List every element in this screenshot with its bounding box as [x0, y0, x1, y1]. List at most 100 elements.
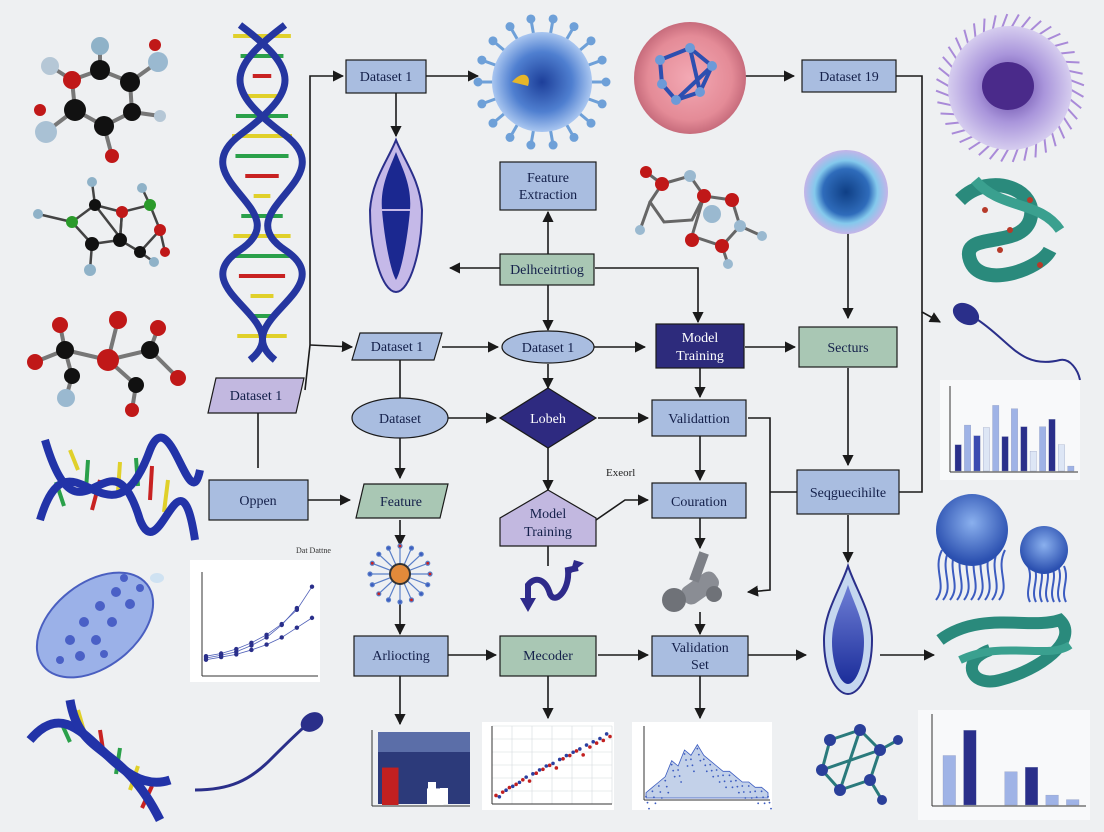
data-point [604, 732, 609, 736]
data-point [768, 801, 771, 804]
data-point [690, 758, 692, 761]
node-couration-label: Couration [671, 495, 727, 510]
burst-dot [418, 591, 424, 597]
node-model-training-house-label-2: Training [524, 525, 572, 540]
data-point [584, 743, 589, 747]
node-dataset-19[interactable]: Dataset 19 [801, 59, 897, 93]
node-dataset-1-top[interactable]: Dataset 1 [345, 59, 427, 94]
virus-spike-tip [488, 118, 498, 128]
data-point [693, 770, 695, 773]
plot-caption: Dat Dattne [296, 546, 331, 555]
data-point [646, 801, 649, 804]
node-dataset-1-parallelogram-left-label: Dataset 1 [230, 389, 282, 404]
virus-spike-tip [597, 55, 607, 65]
node-validation-set[interactable]: Validation Set [651, 635, 749, 677]
virus-spike-tip [477, 99, 487, 109]
jellyfish-icon [935, 494, 1068, 603]
bar [440, 788, 448, 804]
data-point [685, 759, 687, 761]
data-point [588, 745, 592, 749]
node-couration[interactable]: Couration [651, 482, 747, 519]
data-point [760, 790, 763, 793]
data-point [601, 738, 606, 743]
node-model-training-label-2: Training [676, 349, 724, 364]
data-point [755, 796, 758, 799]
node-mecoder-label: Mecoder [523, 649, 573, 664]
data-point [722, 774, 724, 777]
data-point [561, 757, 565, 761]
data-point [514, 782, 518, 787]
blue-virus-icon [473, 14, 611, 150]
data-point [527, 779, 532, 783]
data-point [594, 741, 599, 745]
sperm-cell-icon [194, 712, 324, 792]
node-sequential[interactable]: Seqguecihilte [796, 469, 900, 515]
node-validation[interactable]: Validattion [651, 399, 747, 437]
data-point [744, 797, 747, 799]
chart-heat-bars [371, 730, 470, 807]
data-point [510, 784, 515, 789]
jelly-tentacle [935, 549, 943, 601]
node-feature-extraction[interactable]: Feature Extraction [499, 161, 597, 211]
bar [1001, 436, 1009, 472]
data-point [728, 774, 731, 777]
node-dataset-1-ellipse-label: Dataset 1 [522, 341, 574, 356]
virus-spike-tip [586, 118, 596, 128]
data-point [678, 775, 681, 777]
data-point [571, 750, 575, 755]
node-validation-set-label-2: Set [691, 658, 709, 673]
node-dataset-1-parallelogram-mid[interactable]: Dataset 1 [351, 332, 443, 361]
node-delineating[interactable]: Delhceitrtiog [499, 253, 595, 286]
node-model-training-house[interactable]: Model Training [499, 489, 597, 547]
data-point [667, 791, 670, 794]
burst-dot [408, 597, 415, 603]
data-point [762, 796, 764, 799]
dna-helix-icon-bottom-left [26, 699, 172, 823]
data-point [497, 794, 502, 799]
data-point [731, 786, 734, 789]
dna-helix-icon-left [36, 433, 204, 541]
data-point [664, 779, 667, 782]
data-point [567, 753, 572, 758]
burst-dot [376, 551, 382, 557]
node-oppen[interactable]: Oppen [208, 479, 309, 521]
node-sectors-label: Secturs [827, 341, 868, 356]
virus-spike-tip [586, 36, 596, 46]
data-point [507, 785, 512, 790]
data-point [534, 771, 539, 775]
data-point [578, 747, 582, 751]
molecule-icon-2 [33, 177, 170, 276]
jelly-tentacle [1063, 565, 1067, 603]
node-feature-parallelogram[interactable]: Feature [355, 483, 449, 519]
virus-spike-tip [569, 132, 579, 142]
bar [1067, 465, 1075, 472]
protein-ribbon-icon-2 [936, 613, 1073, 688]
bar [1045, 794, 1059, 806]
node-dataset-1-parallelogram-left[interactable]: Dataset 1 [207, 377, 305, 414]
data-point [249, 647, 254, 653]
node-sectors[interactable]: Secturs [798, 326, 898, 368]
data-point [747, 785, 750, 787]
node-lobeh-diamond[interactable]: Lobeh [498, 387, 598, 449]
bar [1004, 771, 1018, 806]
data-point [500, 790, 505, 794]
data-point [659, 791, 662, 793]
data-point [653, 796, 655, 799]
node-model-training[interactable]: Model Training [655, 323, 745, 369]
bar [954, 444, 962, 472]
data-point [696, 747, 699, 750]
data-point [551, 761, 555, 766]
burst-dot [385, 597, 392, 603]
jelly-tentacle [942, 549, 950, 601]
burst-dot [369, 582, 375, 588]
virus-spike-tip [601, 77, 611, 87]
node-mecoder[interactable]: Mecoder [499, 635, 597, 677]
node-dataset-1-ellipse[interactable]: Dataset 1 [501, 330, 595, 364]
node-arriocting[interactable]: Arliocting [353, 635, 449, 677]
bar [1025, 767, 1039, 806]
data-point [264, 642, 269, 647]
data-point [657, 785, 660, 787]
bar [1029, 451, 1037, 472]
node-dataset-ellipse[interactable]: Dataset [351, 397, 449, 439]
bar [1020, 426, 1028, 472]
